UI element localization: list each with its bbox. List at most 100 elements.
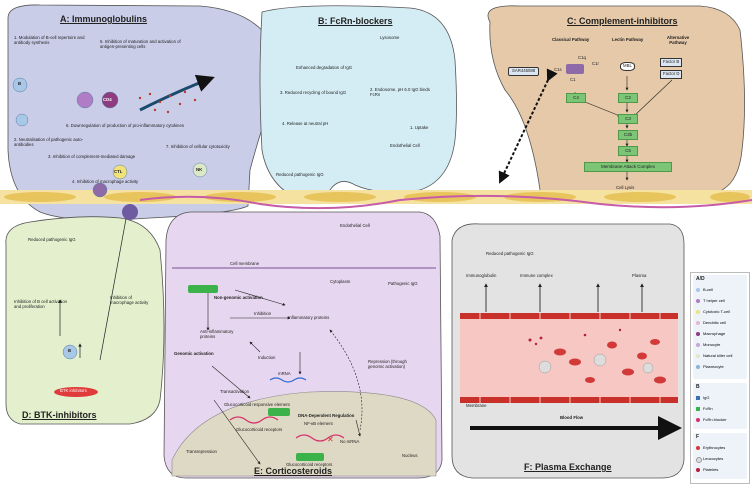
anti-inflammatory-label: Anti-inflammatory proteins — [200, 329, 234, 339]
c1-complex — [566, 64, 584, 74]
c1s-label: C1s — [554, 67, 562, 72]
inhibition-b-label: Inhibition of B cell activation and prol… — [14, 299, 68, 309]
legend-ad-section: A/D B-cell T helper cell Cytotoxic T-cel… — [693, 275, 747, 379]
legend: A/D B-cell T helper cell Cytotoxic T-cel… — [690, 272, 750, 484]
legend-leucocyte-icon — [696, 457, 702, 463]
legend-igg-icon — [696, 396, 700, 400]
macrophage-d — [122, 204, 138, 220]
gre-label: Glucocorticoid responsive element — [224, 402, 290, 407]
legend-ad-item: Natural killer cell — [703, 353, 733, 358]
release-label: 4. Release at neutral pH — [282, 121, 329, 126]
vessel-wall-bottom — [460, 397, 678, 403]
inhibition-label: Inhibition — [254, 311, 272, 316]
cytokine-dots — [138, 90, 197, 114]
lectin-pathway-label: Lectin Pathway — [612, 37, 644, 42]
panel-a-shape — [7, 4, 275, 221]
panel-a-title: A: Immunoglobulins — [60, 14, 147, 24]
enhanced-degradation-label: Enhanced degradation of IgG — [296, 65, 353, 70]
panel-a-item-6: 6. Downregulation of production of pro-i… — [66, 123, 184, 128]
plasma-label: Plasma — [632, 273, 647, 278]
alternative-pathway-label: Alternative Pathway — [666, 35, 690, 45]
panel-c-title: C: Complement-inhibitors — [567, 16, 678, 26]
legend-f-item: Leucocytes — [703, 456, 724, 461]
vessel-wall-segments — [479, 313, 661, 403]
platelets — [528, 328, 622, 346]
c1q-label: C1q — [578, 55, 586, 60]
reduced-igg-f: Reduced pathogenic IgG — [486, 251, 534, 256]
legend-ad-item: Dendritic cell — [703, 320, 726, 325]
legend-f-item: Erythrocytes — [703, 445, 726, 450]
mac-box: Membrane Attack Complex — [584, 162, 672, 172]
transrepression-label: Transrepression — [186, 449, 217, 454]
legend-fcrn-blocker-icon — [696, 418, 700, 422]
classical-pathway-label: Classical Pathway — [552, 37, 590, 42]
vessel-wall-top — [460, 313, 678, 319]
factor-b-box: Factor B — [660, 58, 683, 67]
panel-d-arrows — [58, 207, 130, 361]
legend-erythrocyte-icon — [696, 446, 700, 450]
nfkb-label: NF-κB element — [304, 421, 333, 426]
vessel-network — [139, 194, 752, 210]
membrane-label-f: Membrane — [466, 403, 487, 408]
legend-ad-item: Macrophage — [703, 331, 726, 336]
panel-a-item-7: 7. Inhibition of cellular cytotoxicity — [166, 144, 230, 149]
legend-ad-item: Plasmocyte — [703, 364, 724, 369]
panel-a-item-1: 1. Modulation of B-cell repertoire and a… — [14, 35, 85, 45]
panel-d-shape — [5, 216, 165, 425]
factor-d-box: Factor D — [660, 70, 683, 79]
dna-1 — [229, 416, 279, 424]
btk-pill — [54, 387, 98, 397]
c1-label: C1 — [570, 77, 576, 82]
endosome-label: 2. Endosome, pH 6.0 IgG binds FcRn — [370, 87, 430, 97]
legend-f-section: F Erythrocytes Leucocytes Platelets — [693, 433, 747, 479]
leucocytes — [538, 353, 654, 374]
panel-e-title: E: Corticosteroids — [254, 466, 333, 476]
legend-monocyte-icon — [696, 343, 700, 347]
legend-plasmocyte-icon — [696, 365, 700, 369]
c1r-label: C1r — [592, 61, 599, 66]
legend-fcrn-icon — [696, 407, 700, 411]
legend-b-title: B — [696, 384, 700, 390]
erythrocytes — [554, 339, 666, 384]
legend-f-item: Platelets — [703, 467, 719, 472]
panel-a-item-3: 3. Inhibition of complement-mediated dam… — [48, 154, 136, 159]
panel-e-arrows — [206, 289, 361, 465]
uptake-label: 1. Uptake — [410, 125, 429, 130]
legend-dc-icon — [696, 321, 700, 325]
legend-ctl-icon — [696, 310, 700, 314]
gr-nucleus-1 — [268, 408, 290, 416]
panel-a-item-2: 2. Neutralisation of pathogenic auto-ant… — [14, 137, 84, 147]
legend-bcell-icon — [696, 288, 700, 292]
cd4-label: CD4 — [103, 97, 112, 102]
reduced-recycling-label: 3. Reduced recycling of bound IgG — [280, 90, 347, 95]
legend-macrophage-icon — [696, 332, 700, 336]
reduced-igg-d: Reduced pathogenic IgG — [28, 237, 76, 242]
btk-label: BTK inhibitors — [60, 388, 87, 393]
endothelial-label-e: Endothelial Cell — [340, 223, 370, 228]
no-mrna-cross: ✕ — [327, 435, 334, 444]
legend-f-title: F — [696, 434, 700, 440]
cell-membrane-label: Cell membrane — [230, 261, 260, 266]
nucleus-label: Nucleus — [402, 453, 418, 458]
legend-b-item: FcRn blocker — [703, 417, 727, 422]
pathogenic-igg-label: Pathogenic IgG — [388, 281, 418, 286]
transactivation-label: Transactivation — [220, 389, 249, 394]
panel-f-title: F: Plasma Exchange — [524, 462, 612, 472]
dna-2 — [295, 434, 345, 442]
panel-a-cells — [12, 77, 208, 198]
lysosome-label: Lysosome — [380, 35, 400, 40]
c4-box: C4 — [566, 93, 586, 103]
b-cell-d-shape — [62, 344, 78, 360]
complement-dashed-arrow — [498, 68, 558, 184]
ddr-label: DNA-Dependent Regulation — [298, 413, 355, 418]
panel-d-title: D: BTK-inhibitors — [22, 410, 97, 420]
endothelial-label-b: Endothelial Cell — [390, 143, 420, 148]
induction-label: Induction — [258, 355, 276, 360]
c5-box: C5 — [618, 146, 638, 156]
no-mrna-label: No mRNA — [340, 439, 360, 444]
panel-b-title: B: FcRn-blockers — [318, 16, 393, 26]
mrna-strand — [269, 377, 307, 383]
legend-ad-item: Cytotoxic T-cell — [703, 309, 731, 314]
nk-label: NK — [196, 167, 203, 172]
